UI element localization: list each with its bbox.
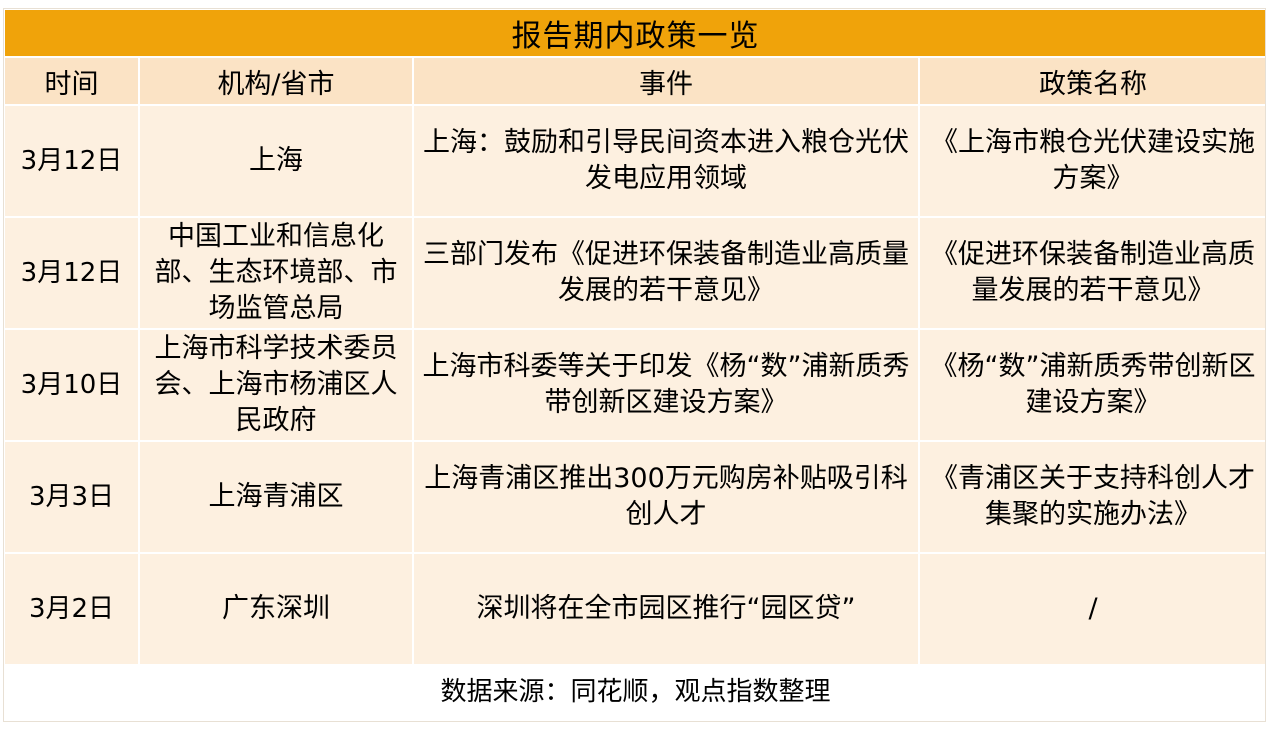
- table-row: 3月3日 上海青浦区 上海青浦区推出300万元购房补贴吸引科创人才 《青浦区关于…: [3, 440, 1268, 554]
- source-row: 数据来源：同花顺，观点指数整理: [3, 664, 1268, 714]
- cell-policy: 《促进环保装备制造业高质量发展的若干意见》: [918, 216, 1268, 330]
- cell-event: 三部门发布《促进环保装备制造业高质量发展的若干意见》: [412, 216, 920, 330]
- cell-policy: 《杨“数”浦新质秀带创新区建设方案》: [918, 328, 1268, 442]
- table-row: 3月12日 中国工业和信息化部、生态环境部、市场监管总局 三部门发布《促进环保装…: [3, 216, 1268, 330]
- header-org: 机构/省市: [138, 56, 414, 106]
- table-title: 报告期内政策一览: [3, 8, 1268, 58]
- cell-policy: 《青浦区关于支持科创人才集聚的实施办法》: [918, 440, 1268, 554]
- policy-table: 报告期内政策一览 时间 机构/省市 事件 政策名称 3月12日 上海 上海：鼓励…: [3, 8, 1268, 714]
- cell-time: 3月2日: [3, 552, 140, 666]
- table-row: 3月10日 上海市科学技术委员会、上海市杨浦区人民政府 上海市科委等关于印发《杨…: [3, 328, 1268, 442]
- cell-time: 3月12日: [3, 216, 140, 330]
- cell-time: 3月3日: [3, 440, 140, 554]
- cell-org: 上海市科学技术委员会、上海市杨浦区人民政府: [138, 328, 414, 442]
- cell-event: 上海：鼓励和引导民间资本进入粮仓光伏发电应用领域: [412, 104, 920, 218]
- table-row: 3月12日 上海 上海：鼓励和引导民间资本进入粮仓光伏发电应用领域 《上海市粮仓…: [3, 104, 1268, 218]
- cell-org: 广东深圳: [138, 552, 414, 666]
- header-policy: 政策名称: [918, 56, 1268, 106]
- cell-org: 上海青浦区: [138, 440, 414, 554]
- header-time: 时间: [3, 56, 140, 106]
- cell-policy: /: [918, 552, 1268, 666]
- header-row: 时间 机构/省市 事件 政策名称: [3, 56, 1268, 106]
- source-note: 数据来源：同花顺，观点指数整理: [3, 664, 1268, 714]
- title-row: 报告期内政策一览: [3, 8, 1268, 58]
- cell-time: 3月12日: [3, 104, 140, 218]
- cell-event: 上海市科委等关于印发《杨“数”浦新质秀带创新区建设方案》: [412, 328, 920, 442]
- header-event: 事件: [412, 56, 920, 106]
- table-row: 3月2日 广东深圳 深圳将在全市园区推行“园区贷” /: [3, 552, 1268, 666]
- cell-event: 上海青浦区推出300万元购房补贴吸引科创人才: [412, 440, 920, 554]
- cell-event: 深圳将在全市园区推行“园区贷”: [412, 552, 920, 666]
- cell-policy: 《上海市粮仓光伏建设实施方案》: [918, 104, 1268, 218]
- cell-org: 上海: [138, 104, 414, 218]
- cell-time: 3月10日: [3, 328, 140, 442]
- cell-org: 中国工业和信息化部、生态环境部、市场监管总局: [138, 216, 414, 330]
